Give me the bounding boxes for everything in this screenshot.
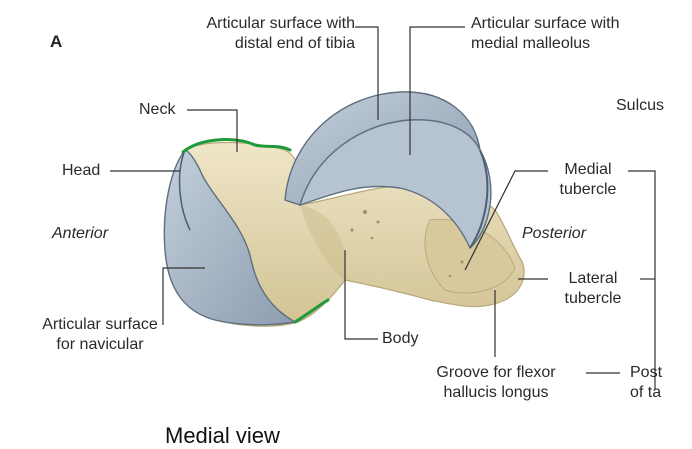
label-posterior: Posterior	[522, 225, 587, 242]
neck-highlight	[181, 138, 292, 154]
malleolus-rim	[469, 149, 489, 249]
leader-lines	[110, 26, 656, 390]
view-caption: Medial view	[165, 423, 280, 448]
label-groove-line1: Groove for flexor	[436, 364, 556, 381]
label-groove: Groove for flexor hallucis longus	[420, 363, 572, 403]
label-neck: Neck	[139, 101, 176, 118]
label-articular-navicular: Articular surface for navicular	[20, 315, 180, 355]
leader-navicular	[162, 267, 205, 325]
articular-surface-malleolus	[298, 119, 492, 250]
label-head: Head	[62, 162, 101, 179]
label-medial-tubercle: Medial tubercle	[552, 160, 624, 200]
leader-posterior-bracket	[628, 170, 656, 390]
body-highlight	[293, 298, 330, 324]
label-medial-tubercle-line1: Medial	[564, 161, 612, 178]
bone-shade	[300, 205, 346, 280]
label-articular-malleolus-line1: Articular surface with	[471, 15, 620, 32]
label-articular-malleolus-line2: medial malleolus	[471, 35, 591, 52]
label-sulcus: Sulcus	[616, 97, 665, 114]
label-post-line2: of ta	[630, 384, 662, 401]
label-post: Post of ta	[630, 363, 662, 403]
label-articular-navicular-line2: for navicular	[56, 336, 144, 353]
label-articular-tibia-line2: distal end of tibia	[234, 35, 355, 52]
leader-neck	[187, 109, 238, 152]
leader-malleolus	[409, 26, 465, 155]
label-groove-line2: hallucis longus	[443, 384, 549, 401]
label-articular-malleolus: Articular surface with medial malleolus	[471, 14, 620, 54]
label-articular-tibia: Articular surface with distal end of tib…	[155, 14, 356, 54]
label-lateral-tubercle: Lateral tubercle	[552, 269, 634, 309]
label-articular-tibia-line1: Articular surface with	[206, 15, 356, 32]
label-articular-navicular-line1: Articular surface	[42, 316, 158, 333]
label-body: Body	[382, 330, 419, 347]
label-lateral-tubercle-line1: Lateral	[568, 270, 618, 287]
label-lateral-tubercle-line2: tubercle	[564, 290, 622, 307]
label-anterior: Anterior	[52, 225, 109, 242]
label-post-line1: Post	[630, 364, 663, 381]
label-medial-tubercle-line2: tubercle	[559, 181, 617, 198]
leader-medial-tubercle	[464, 170, 548, 271]
bone-pits	[350, 210, 464, 278]
head-rim	[178, 149, 191, 231]
leader-body	[344, 250, 378, 340]
panel-letter: A	[50, 32, 63, 51]
leader-tibia	[355, 26, 379, 120]
